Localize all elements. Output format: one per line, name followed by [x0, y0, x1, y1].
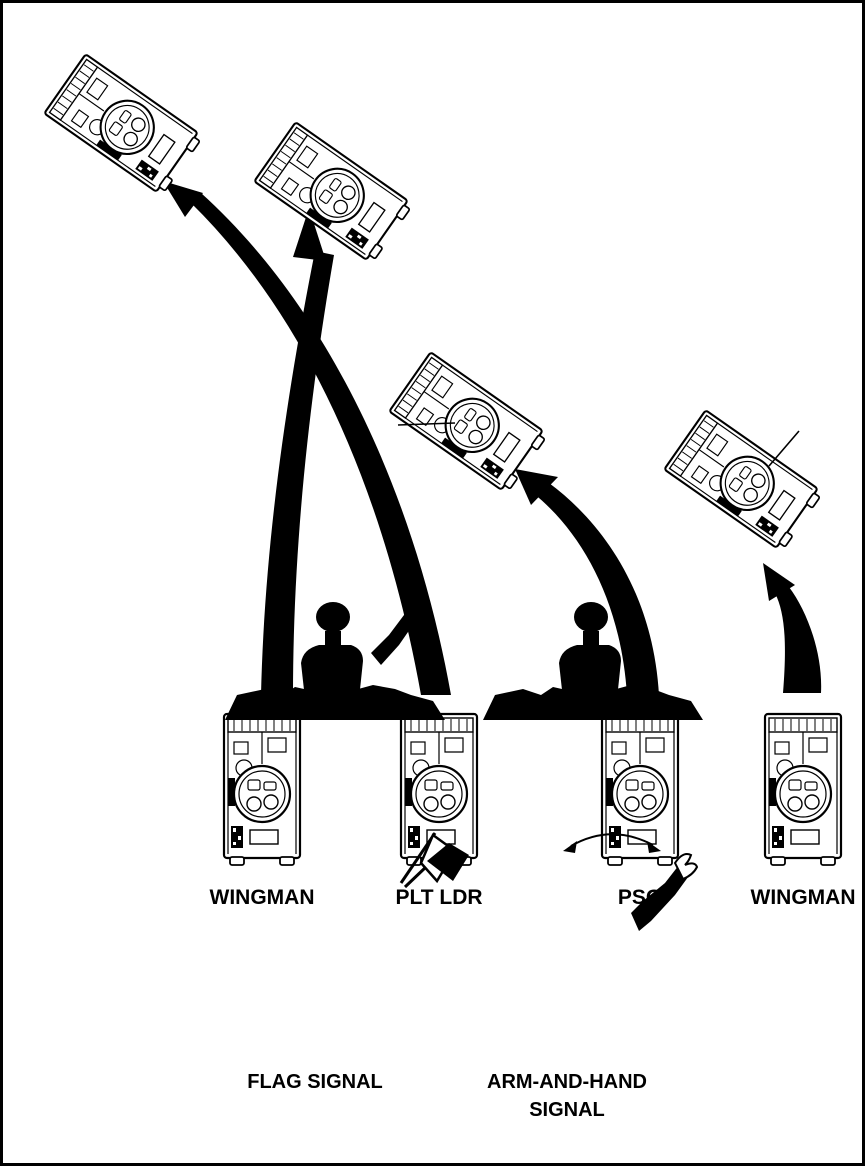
tank-advanced-2	[254, 122, 413, 263]
tank-wingman-right	[765, 714, 841, 865]
label-psg: PSG	[618, 884, 662, 911]
label-flag-signal: FLAG SIGNAL	[247, 1069, 383, 1095]
tank-advanced-4	[664, 410, 823, 551]
arrow-wingman-right	[763, 563, 821, 693]
tank-psg	[602, 714, 678, 865]
tank-wingman-left	[224, 714, 300, 865]
label-wingman-left: WINGMAN	[210, 884, 315, 911]
label-arm-hand-line2: SIGNAL	[529, 1097, 605, 1123]
tank-advanced-1	[44, 54, 203, 195]
label-arm-hand-line1: ARM-AND-HAND	[487, 1069, 647, 1095]
label-plt-ldr: PLT LDR	[395, 884, 482, 911]
label-wingman-right: WINGMAN	[751, 884, 856, 911]
formation-diagram	[3, 3, 865, 1169]
arm-hand-signal-figure	[483, 602, 703, 720]
